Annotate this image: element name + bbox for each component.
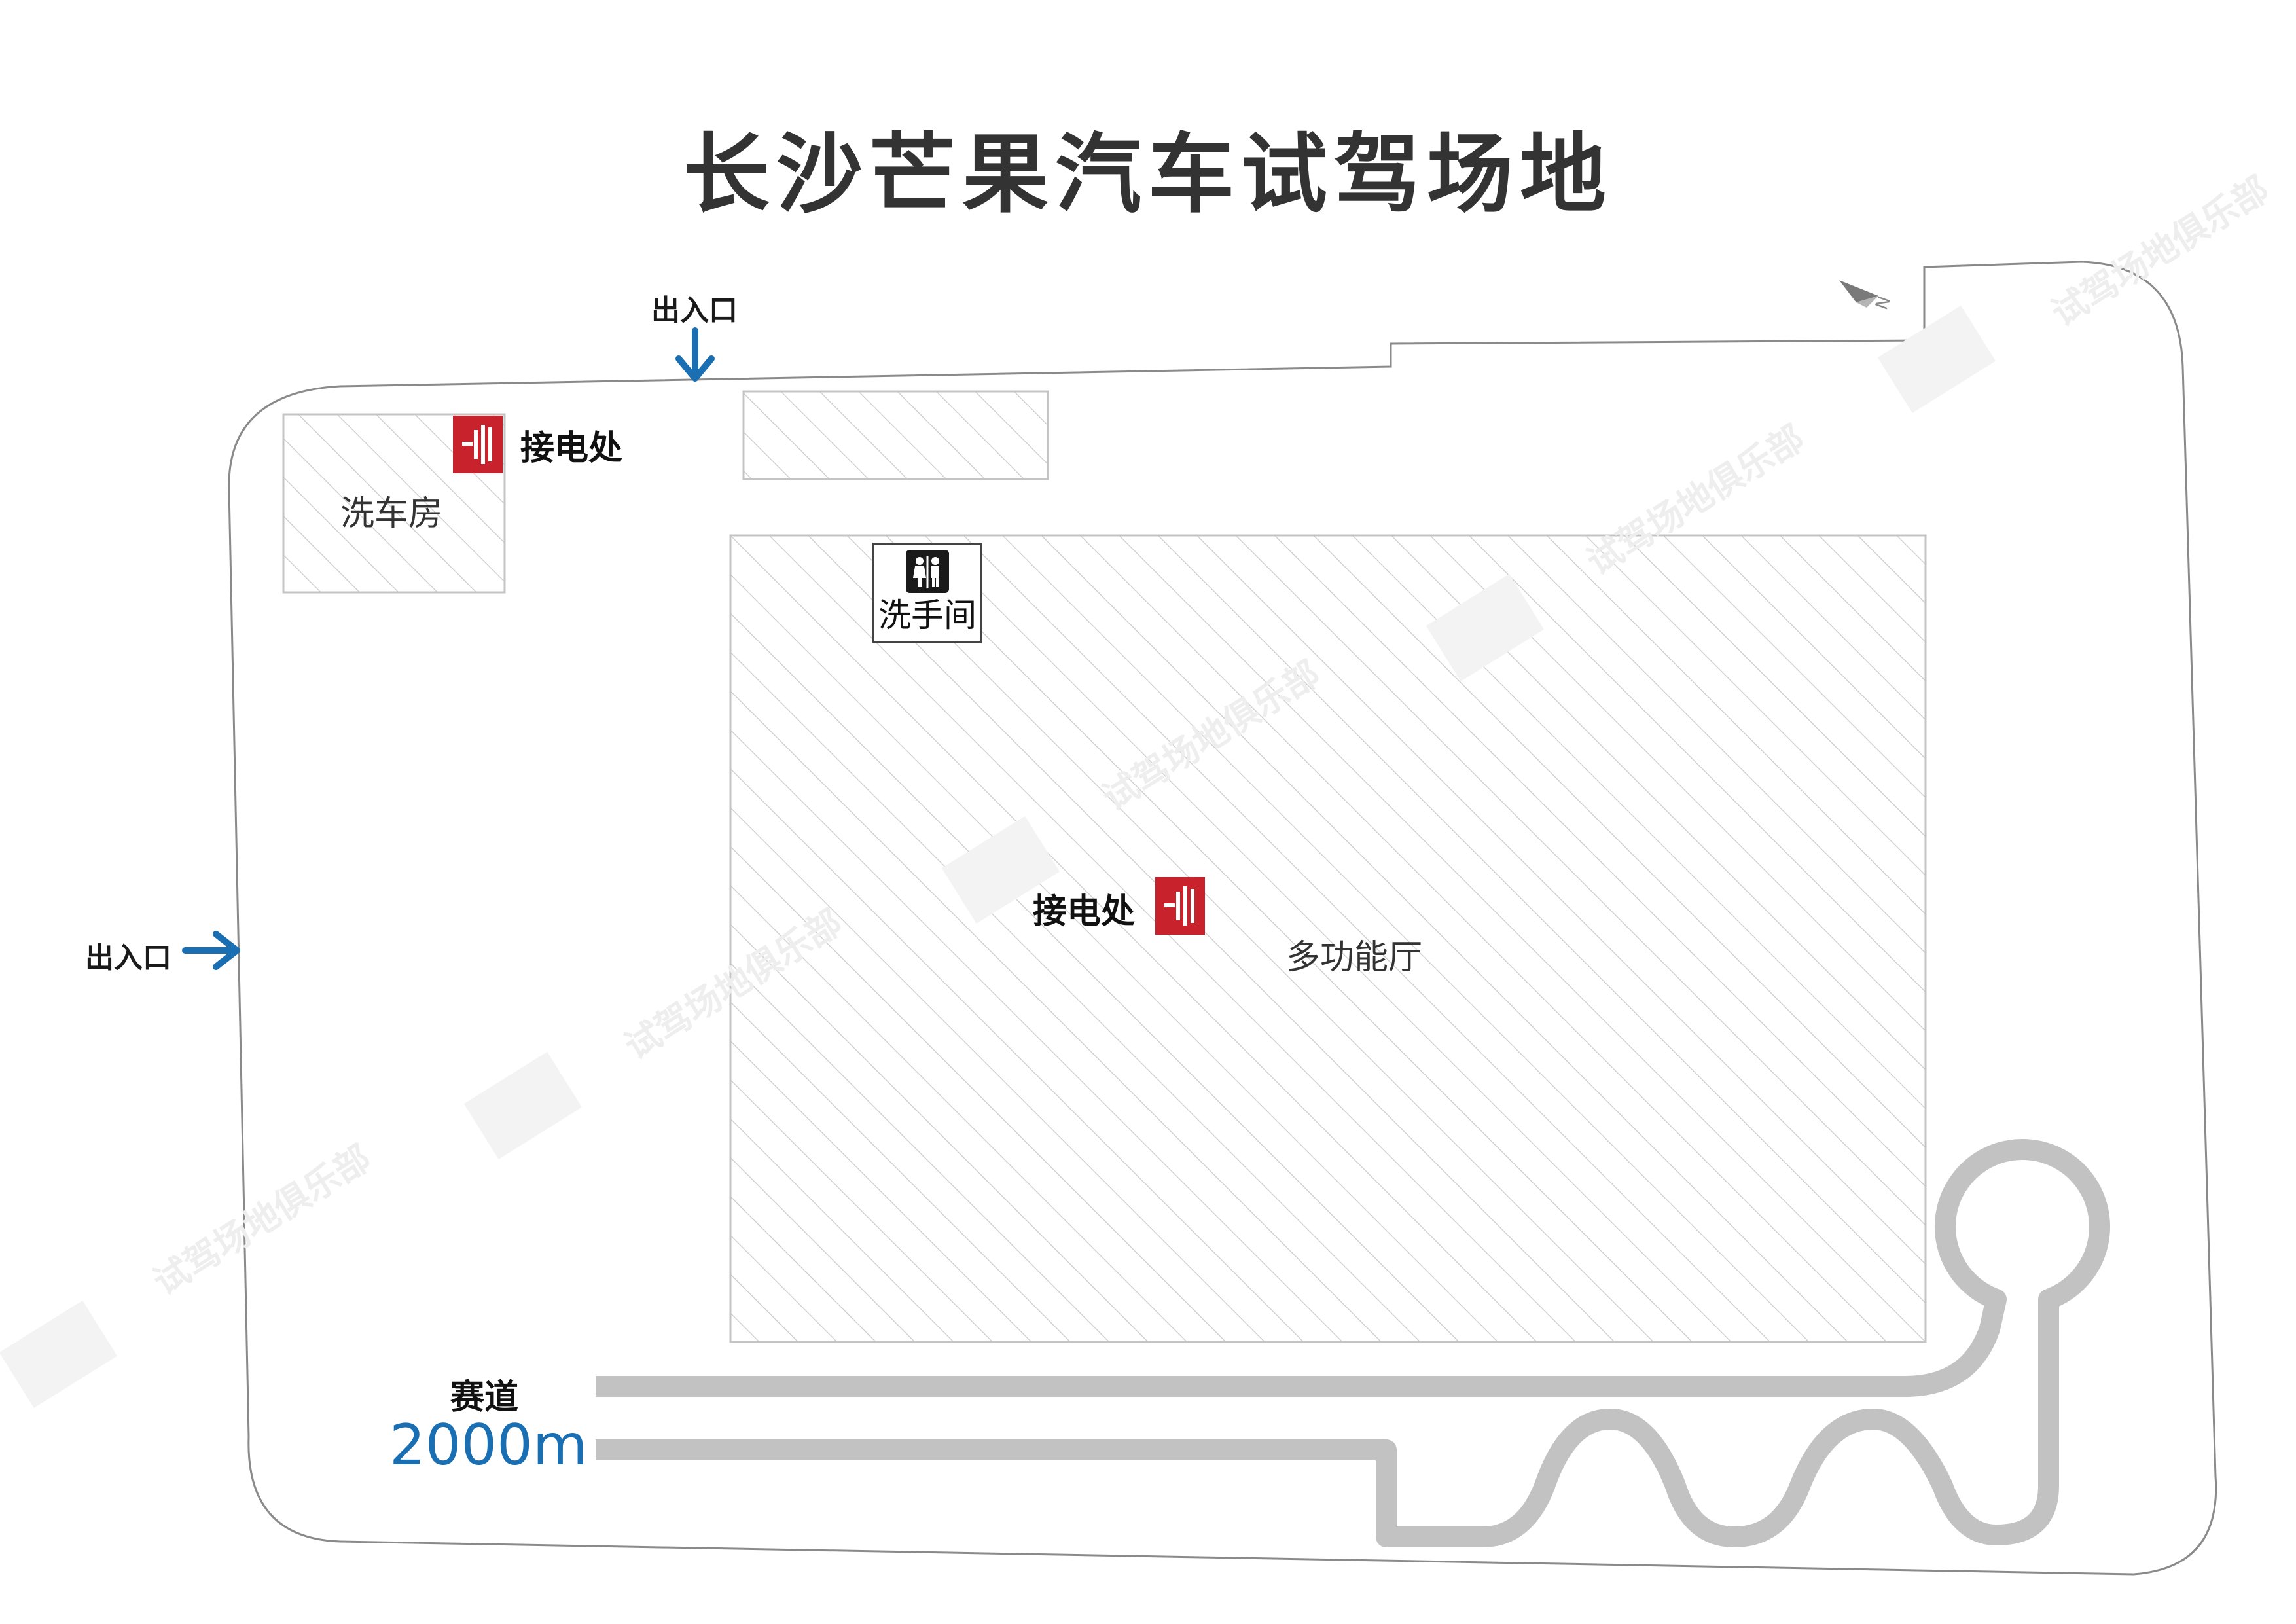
power-point-label-2: 接电处: [1033, 892, 1136, 931]
restroom-label: 洗手间: [878, 596, 977, 634]
entrance-arrow-right-icon: [182, 931, 240, 970]
power-point-icon-2: [1155, 877, 1205, 935]
car-wash-label: 洗车房: [340, 494, 443, 533]
entrance-label-left: 出入口: [85, 941, 171, 975]
restroom-icon: [906, 550, 949, 593]
restroom-sign: 洗手间: [872, 543, 982, 643]
power-point-label-1: 接电处: [520, 429, 623, 468]
power-glyph-icon: [462, 425, 492, 464]
watermark-group: [0, 305, 1996, 1409]
page-title: 长沙芒果汽车试驾场地: [683, 124, 1613, 225]
entrance-label-top: 出入口: [651, 294, 738, 327]
track-length: 2000m: [389, 1413, 588, 1478]
annex-block: [742, 390, 1049, 480]
multi-hall-block: [729, 534, 1927, 1343]
multi-hall-label: 多功能厅: [1286, 938, 1423, 977]
entrance-arrow-down-icon: [675, 327, 715, 382]
track-label: 赛道: [450, 1378, 519, 1417]
power-point-icon-1: [453, 416, 503, 473]
track-path: [596, 1139, 2110, 1547]
north-arrow-icon: [1839, 280, 1878, 308]
power-glyph-icon: [1164, 886, 1194, 926]
